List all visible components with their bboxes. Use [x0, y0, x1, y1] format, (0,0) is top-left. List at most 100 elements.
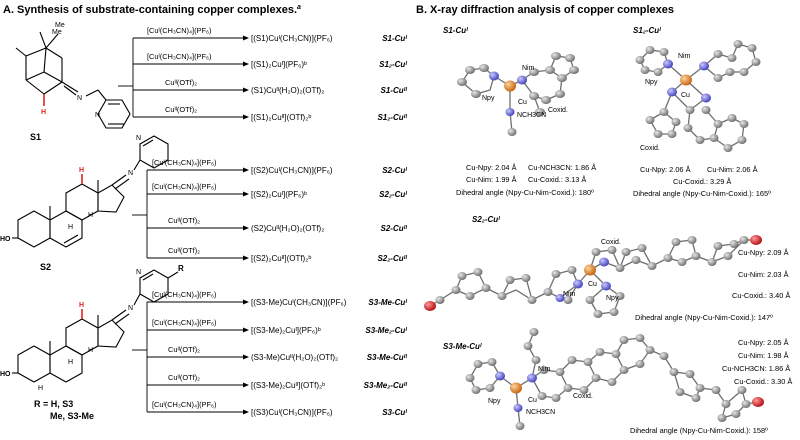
s3-row3-label: S3-Me-Cuᴵᴵ — [367, 353, 408, 362]
s1-row3-product: (S1)Cuᴵᴵ(H₂O)₂(OTf)₂ — [251, 86, 324, 95]
s1-row4-reagent: Cuᴵᴵ(OTf)₂ — [165, 105, 197, 114]
s1-row3-label: S1-Cuᴵᴵ — [381, 86, 408, 95]
s2-pyridine-n: N — [136, 135, 141, 142]
s1-row4-label: S1₂-Cuᴵᴵ — [377, 113, 407, 122]
s2-h1: H — [88, 212, 93, 219]
xray-s1-cu1-nim: Nim — [522, 65, 535, 72]
s3-row2-product: [(S3-Me)₂Cuᴵ](PF₆)ᵇ — [251, 326, 321, 335]
xray-s1-cu1-m2: Cu-NCH3CN: 1.86 Å — [528, 163, 596, 172]
panel-a: A. Synthesis of substrate-containing cop… — [0, 4, 407, 421]
xray-s1-cu1-m3: Cu-Nim: 1.99 Å — [466, 175, 517, 184]
s2-row1-product: [(S2)Cuᴵ(CH₃CN)](PF₆) — [251, 166, 333, 175]
xray-s1-2-cu1-m2: Cu-Nim: 2.06 Å — [707, 165, 758, 174]
xray-s2-2-cu1-label: S2₂-Cuᴵ — [472, 215, 500, 224]
s3-h1: H — [88, 347, 93, 354]
s1-row2-label: S1₂-Cuᴵ — [379, 60, 407, 69]
s3-row1-reagent: [Cuᴵ(CH₃CN)₄](PF₆) — [152, 290, 216, 299]
xray-s1-2-cu1-cu: Cu — [681, 92, 690, 99]
s1-n-label: N — [77, 95, 82, 102]
s2-row1-label: S2-Cuᴵ — [382, 166, 407, 175]
xray-s1-2-cu1-m3: Cu-Coxid.: 3.29 Å — [673, 177, 731, 186]
s1-name: S1 — [30, 132, 41, 142]
s1-me-label: Me — [55, 22, 65, 29]
s2-rows: [Cuᴵ(CH₃CN)₄](PF₆) [(S2)Cuᴵ(CH₃CN)](PF₆)… — [152, 158, 407, 263]
xray-s2-2-cu1: S2₂-Cuᴵ — [424, 215, 790, 322]
xray-s3me-cu1-nim: Nim — [538, 366, 551, 373]
xray-s1-cu1-cu: Cu — [518, 99, 527, 106]
xray-s3me-cu1-cox: Coxid. — [573, 393, 593, 400]
xray-s1-2-cu1-cox: Coxid. — [640, 145, 660, 152]
s1-row1-reagent: [Cuᴵ(CH₃CN)₄](PF₆) — [147, 26, 211, 35]
xray-s2-2-cu1-m1: Cu-Npy: 2.09 Å — [738, 248, 789, 257]
s3-row5-product: [(S3)Cuᴵ(CH₃CN)](PF₆) — [251, 408, 333, 417]
xray-s2-2-cu1-m3: Cu-Coxid.: 3.40 Å — [732, 291, 790, 300]
s1-row2-product: [(S1)₂Cuᴵ](PF₆)ᵇ — [251, 60, 307, 69]
s3-row1-product: [(S3-Me)Cuᴵ(CH₃CN)](PF₆) — [251, 298, 347, 307]
s2-row2-reagent: [Cuᴵ(CH₃CN)₄](PF₆) — [152, 182, 216, 191]
xray-s1-cu1-label: S1-Cuᴵ — [443, 26, 468, 35]
s1-structure: Me Me H N N S1 — [15, 22, 131, 142]
xray-s3me-cu1-dihedral: Dihedral angle (Npy-Cu-Nim-Coxid.): 158º — [630, 426, 768, 435]
xray-s3me-cu1-m3: Cu-NCH3CN: 1.86 Å — [722, 364, 790, 373]
s3-row3-reagent: Cuᴵᴵ(OTf)₂ — [168, 345, 200, 354]
s2-row4-reagent: Cuᴵᴵ(OTf)₂ — [168, 246, 200, 255]
s2-arrows — [132, 167, 249, 261]
panel-b: B. X-ray diffraction analysis of copper … — [416, 4, 792, 435]
s3-rows: [Cuᴵ(CH₃CN)₄](PF₆) [(S3-Me)Cuᴵ(CH₃CN)](P… — [152, 290, 407, 417]
s1-row3-reagent: Cuᴵᴵ(OTf)₂ — [165, 78, 197, 87]
xray-s1-cu1-m1: Cu-Npy: 2.04 Å — [466, 163, 517, 172]
s3-row2-reagent: [Cuᴵ(CH₃CN)₄](PF₆) — [152, 318, 216, 327]
s3-h2: H — [68, 359, 73, 366]
xray-s1-cu1-dihedral: Dihedral angle (Npy-Cu-Nim-Coxid.): 180º — [456, 188, 594, 197]
xray-s2-2-cu1-npy: Npy — [606, 295, 619, 302]
s3-row4-label: S3-Me₂-Cuᴵᴵ — [364, 381, 408, 390]
xray-s3me-cu1-m2: Cu-Nim: 1.98 Å — [738, 351, 789, 360]
xray-s3me-cu1-cu: Cu — [528, 397, 537, 404]
xray-s1-2-cu1-npy: Npy — [645, 79, 658, 86]
s1-me2-label: Me — [52, 29, 62, 36]
xray-s3me-cu1-npy: Npy — [488, 398, 501, 405]
s3-h3: H — [38, 385, 43, 392]
s1-row1-label: S1-Cuᴵ — [382, 34, 407, 43]
s2-row3-label: S2-Cuᴵᴵ — [381, 224, 408, 233]
xray-s1-cu1-npy: Npy — [482, 95, 495, 102]
s2-n-label: N — [128, 170, 133, 177]
xray-s3me-cu1-m4: Cu-Coxid.: 3.30 Å — [734, 377, 792, 386]
s2-row1-reagent: [Cuᴵ(CH₃CN)₄](PF₆) — [152, 158, 216, 167]
xray-s2-2-cu1-nim: Nim — [563, 291, 576, 298]
s2-row2-label: S2₂-Cuᴵ — [379, 190, 407, 199]
s3-n-label: N — [128, 305, 133, 312]
xray-s3me-cu1-m1: Cu-Npy: 2.05 Å — [738, 338, 789, 347]
s3-arrows — [132, 299, 249, 415]
s3-row4-product: [(S3-Me)₂Cuᴵᴵ](OTf)₂ᵇ — [251, 381, 325, 390]
s1-pyridine-n: N — [95, 112, 100, 119]
xray-s3me-cu1-ncn: NCH3CN — [526, 409, 555, 416]
panel-b-title: B. X-ray diffraction analysis of copper … — [416, 4, 674, 16]
s3-ho: HO — [0, 371, 11, 378]
s1-hydrogen: H — [41, 109, 46, 116]
xray-s3me-cu1-label: S3-Me-Cuᴵ — [443, 342, 482, 351]
s1-row2-reagent: [Cuᴵ(CH₃CN)₄](PF₆) — [147, 52, 211, 61]
xray-s1-2-cu1: S1₂-Cuᴵ — [633, 26, 771, 198]
s3-structure: N N R H H H H HO R = H, S3 Me, S3-Me — [0, 264, 184, 421]
xray-s2-2-cu1-dihedral: Dihedral angle (Npy-Cu-Nim-Coxid.): 147º — [635, 313, 773, 322]
s3-row5-label: S3-Cuᴵ — [382, 408, 407, 417]
xray-s1-2-cu1-nim: Nim — [678, 53, 691, 60]
s3-row3-product: (S3-Me)Cuᴵᴵ(H₂O)₂(OTf)₂ — [251, 353, 338, 362]
xray-s1-cu1-m4: Cu-Coxid.: 3.13 Å — [528, 175, 586, 184]
s3-name-line1: R = H, S3 — [34, 399, 73, 409]
xray-s1-cu1: S1-Cuᴵ — [443, 26, 596, 197]
s3-name-line2: Me, S3-Me — [50, 411, 94, 421]
s1-row1-product: [(S1)Cuᴵ(CH₃CN)](PF₆) — [251, 34, 333, 43]
xray-s3me-cu1: S3-Me-Cuᴵ — [443, 328, 792, 435]
s2-row4-label: S2₂-Cuᴵᴵ — [377, 254, 407, 263]
s2-h2: H — [68, 224, 73, 231]
s2-name: S2 — [40, 262, 51, 272]
s3-row2-label: S3-Me₂-Cuᴵ — [365, 326, 407, 335]
s2-structure: N N H H H HO S2 — [0, 135, 169, 272]
s2-row3-product: (S2)Cuᴵᴵ(H₂O)₂(OTf)₂ — [251, 224, 324, 233]
xray-s2-2-cu1-cu: Cu — [588, 281, 597, 288]
s3-row5-reagent: [Cuᴵ(CH₃CN)₄](PF₆) — [152, 400, 216, 409]
s2-ho: HO — [0, 236, 11, 243]
